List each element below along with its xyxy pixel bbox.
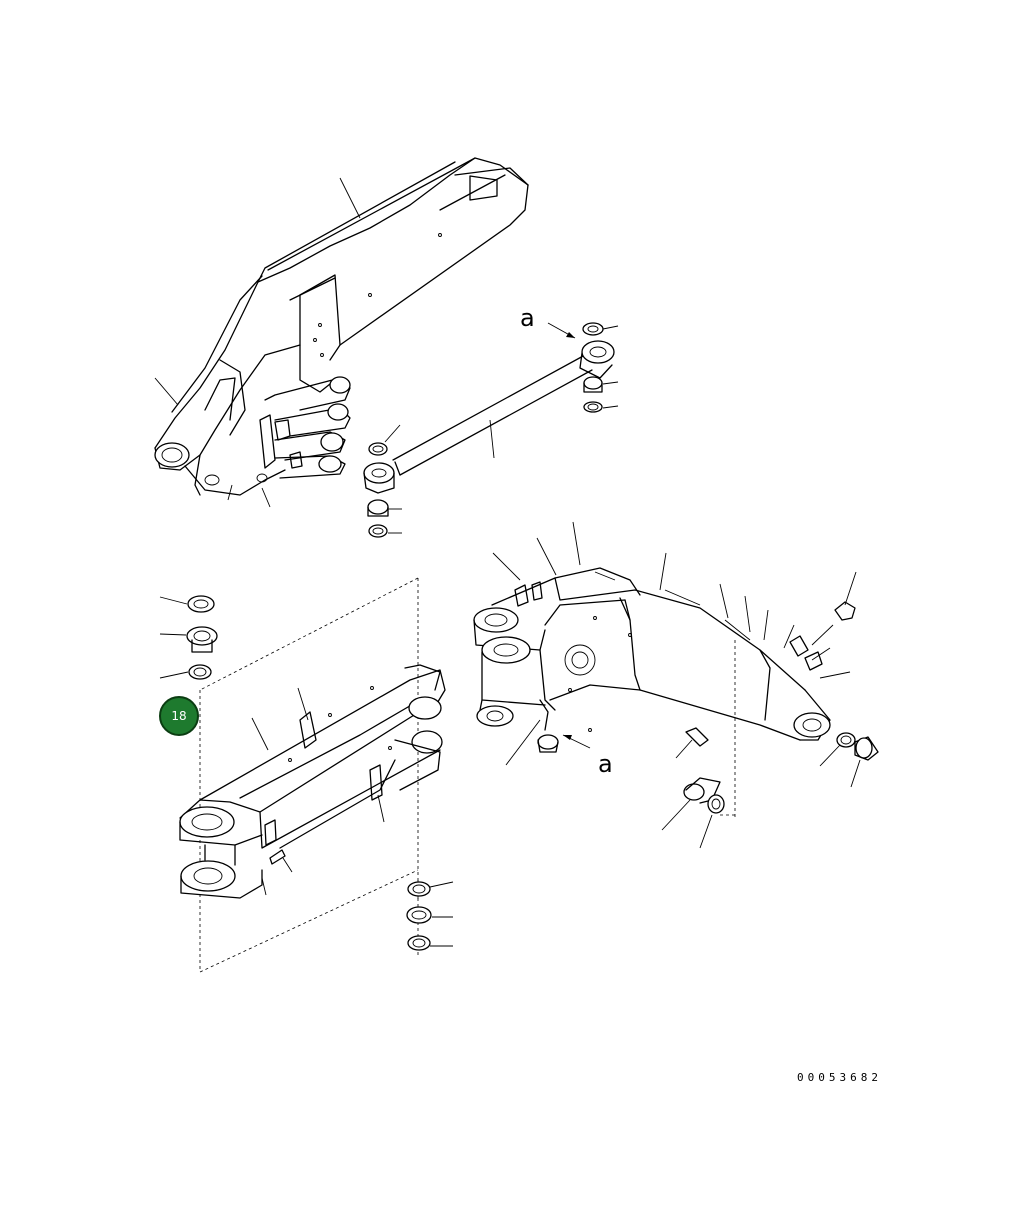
view-marker-a-bottom: a bbox=[598, 750, 613, 778]
boom-assembly bbox=[154, 157, 529, 496]
pin-assembly: a bbox=[154, 177, 619, 538]
view-marker-a-top: a bbox=[520, 304, 535, 332]
callout-badge[interactable]: 18 bbox=[159, 696, 199, 736]
callout-label: 18 bbox=[171, 709, 187, 723]
boom-right-section: a bbox=[473, 521, 879, 849]
boom-foot-section bbox=[159, 577, 454, 973]
drawing-number: 00053682 bbox=[797, 1071, 882, 1084]
